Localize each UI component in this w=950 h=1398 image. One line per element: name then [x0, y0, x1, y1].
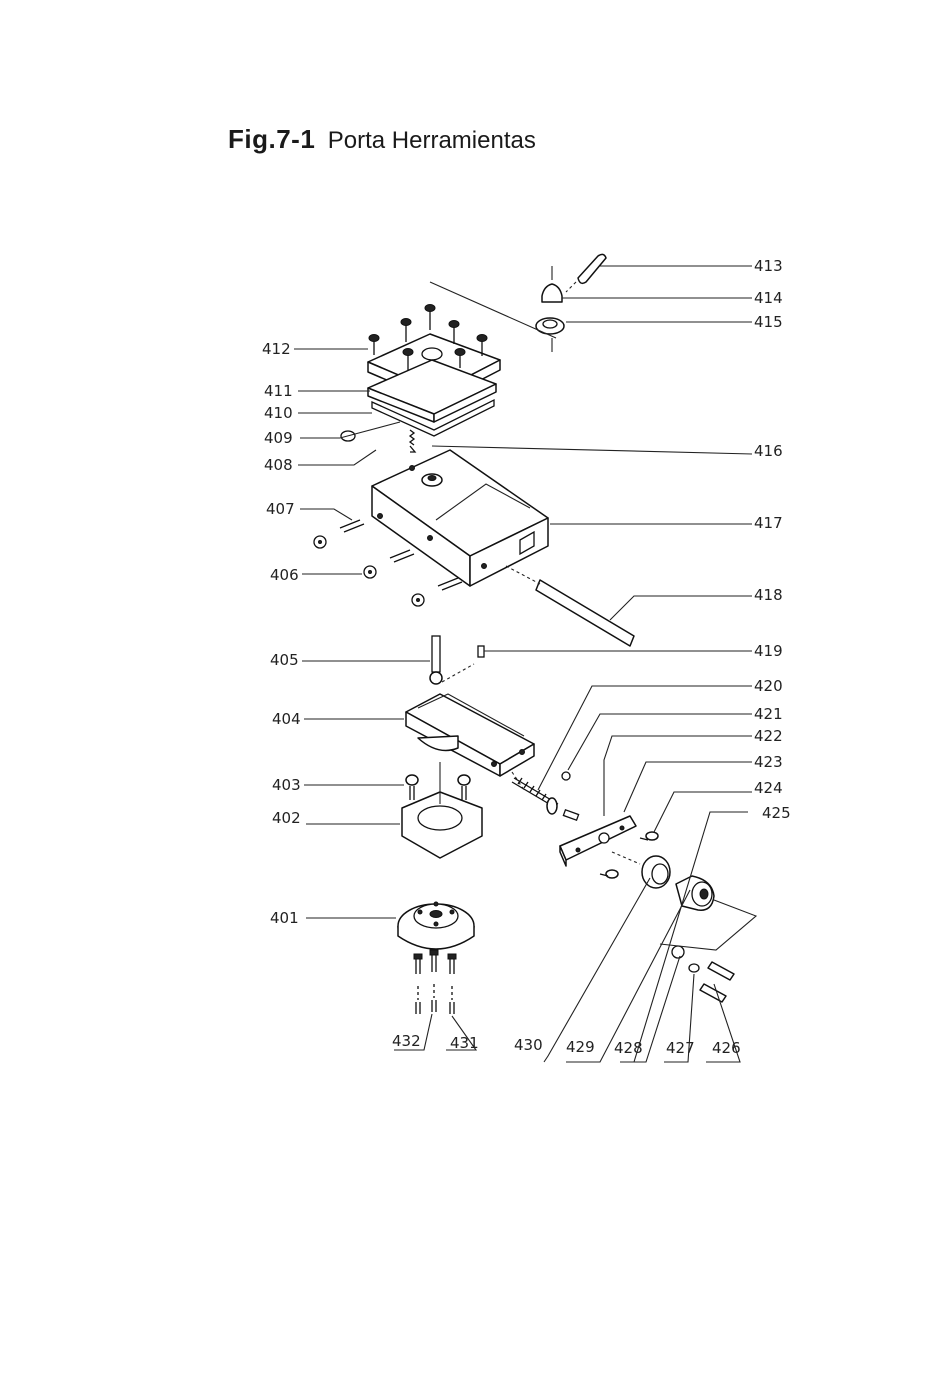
part-413-handle	[566, 254, 606, 292]
callout-405: 405	[270, 651, 299, 669]
callout-432: 432	[392, 1032, 421, 1050]
part-431-432-bolts	[414, 950, 456, 1014]
callout-425: 425	[762, 804, 791, 822]
callout-labels: 413 414 415 412 411 410 409 408 416 407 …	[262, 257, 791, 1057]
callout-428: 428	[614, 1039, 643, 1057]
callout-402: 402	[272, 809, 301, 827]
part-423-bracket	[560, 816, 636, 866]
callout-403: 403	[272, 776, 301, 794]
leader-lines	[294, 266, 752, 1062]
part-426-handles	[700, 962, 734, 1002]
callout-429: 429	[566, 1038, 595, 1056]
callout-412: 412	[262, 340, 291, 358]
callout-421: 421	[754, 705, 783, 723]
callout-406: 406	[270, 566, 299, 584]
callout-413: 413	[754, 257, 783, 275]
assembly-axis-top	[430, 282, 556, 338]
callout-409: 409	[264, 429, 293, 447]
callout-416: 416	[754, 442, 783, 460]
part-408-spring	[410, 430, 415, 452]
dial-axis	[612, 852, 640, 864]
callout-411: 411	[264, 382, 293, 400]
callout-415: 415	[754, 313, 783, 331]
part-418-gib	[506, 566, 634, 646]
part-429-dial	[642, 856, 670, 888]
callout-418: 418	[754, 586, 783, 604]
part-401-base-disc	[398, 902, 474, 949]
part-427-pin	[689, 964, 699, 972]
callout-417: 417	[754, 514, 783, 532]
part-422-key	[563, 810, 578, 820]
callout-414: 414	[754, 289, 783, 307]
callout-408: 408	[264, 456, 293, 474]
callout-401: 401	[270, 909, 299, 927]
callout-423: 423	[754, 753, 783, 771]
part-421-ball	[562, 772, 570, 780]
callout-419: 419	[754, 642, 783, 660]
callout-407: 407	[266, 500, 295, 518]
part-419-key	[442, 646, 484, 682]
callout-424: 424	[754, 779, 783, 797]
part-416-stud	[422, 474, 442, 486]
callout-422: 422	[754, 727, 783, 745]
callout-410: 410	[264, 404, 293, 422]
callout-430: 430	[514, 1036, 543, 1054]
part-404-compound-slide	[406, 694, 534, 776]
part-420-feed-screw	[512, 772, 558, 814]
callout-431: 431	[450, 1034, 479, 1052]
callout-427: 427	[666, 1039, 695, 1057]
part-407-screw	[314, 520, 364, 548]
part-405-stud-bolt	[430, 636, 442, 684]
part-428-washer	[672, 946, 684, 958]
callout-420: 420	[754, 677, 783, 695]
callout-426: 426	[712, 1039, 741, 1057]
part-414-nut	[542, 266, 562, 302]
callout-404: 404	[272, 710, 301, 728]
part-417-cross-slide	[372, 450, 548, 586]
